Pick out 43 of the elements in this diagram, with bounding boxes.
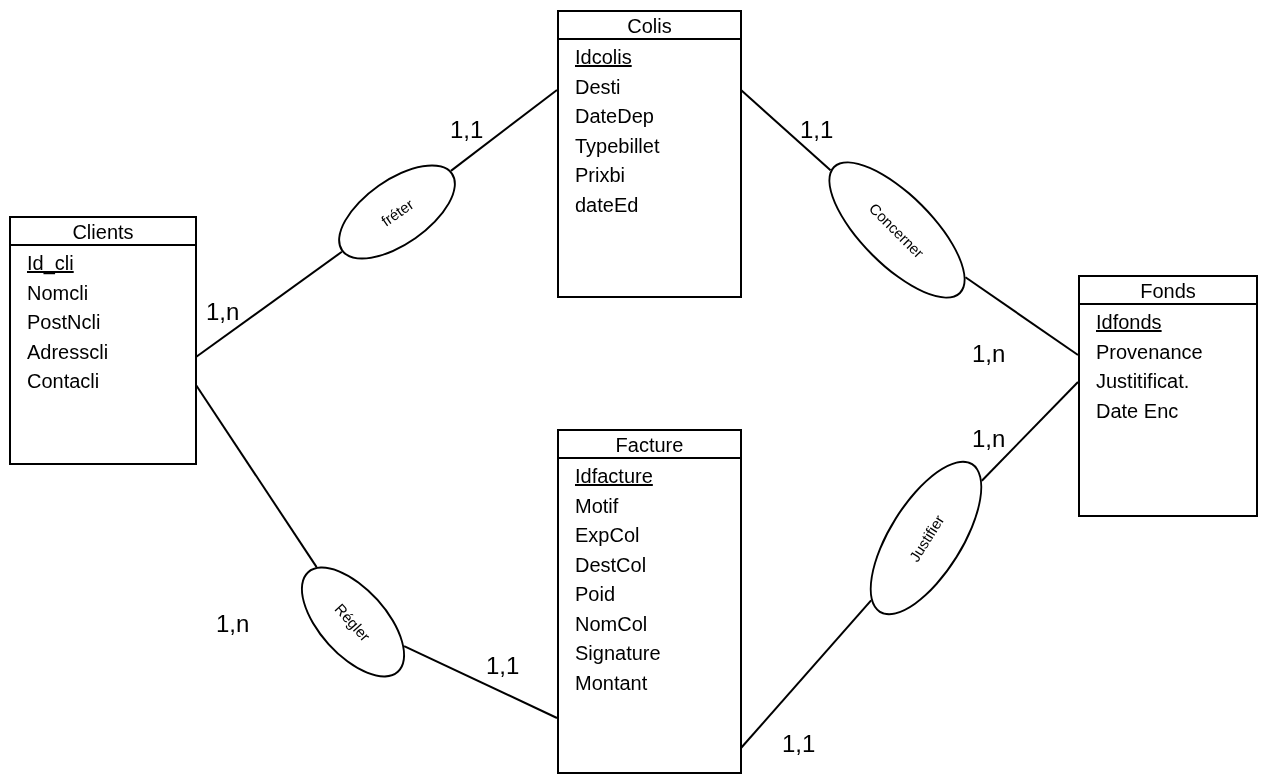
attribute-name: dateEd xyxy=(574,192,640,218)
attribute-name: Adresscli xyxy=(26,339,110,365)
attribute-name: PostNcli xyxy=(26,310,102,335)
key-attribute: Idcolis xyxy=(574,45,633,70)
attribute-name: Poid xyxy=(574,582,617,607)
connector-line xyxy=(449,89,558,172)
attribute-name: Provenance xyxy=(1095,339,1204,365)
connector-line xyxy=(980,381,1079,482)
cardinality-label: 1,n xyxy=(216,610,250,638)
attribute-name: DateDep xyxy=(574,104,655,129)
cardinality-label: 1,n xyxy=(972,340,1006,368)
cardinality-label: 1,n xyxy=(206,298,240,326)
cardinality-label: 1,1 xyxy=(782,730,816,758)
entity-title: Fonds xyxy=(1080,277,1256,305)
attribute-name: NomCol xyxy=(574,611,649,637)
entity-title: Colis xyxy=(559,12,740,40)
attribute-name: ExpCol xyxy=(574,523,641,548)
entity-table xyxy=(557,429,742,774)
connector-line xyxy=(964,276,1079,356)
attribute-name: Signature xyxy=(574,641,662,666)
cardinality-label: 1,1 xyxy=(450,116,484,144)
attribute-name: DestCol xyxy=(574,552,648,578)
cardinality-label: 1,1 xyxy=(800,116,834,144)
attribute-name: Contacli xyxy=(26,369,101,394)
entity-title: Facture xyxy=(559,431,740,459)
attribute-name: Typebillet xyxy=(574,133,661,159)
cardinality-label: 1,1 xyxy=(486,652,520,680)
key-attribute: Id_cli xyxy=(26,251,75,277)
attribute-name: Justitificat. xyxy=(1095,369,1191,394)
entity-title: Clients xyxy=(11,218,195,246)
attribute-name: Date Enc xyxy=(1095,398,1180,424)
attribute-name: Motif xyxy=(574,493,620,519)
entity-table xyxy=(1078,275,1258,517)
cardinality-label: 1,n xyxy=(972,425,1006,453)
entity-table xyxy=(9,216,197,465)
key-attribute: Idfacture xyxy=(574,464,654,489)
attribute-name: Prixbi xyxy=(574,163,626,188)
connector-line xyxy=(403,645,558,719)
entity-table xyxy=(557,10,742,298)
attribute-name: Nomcli xyxy=(26,280,90,306)
attribute-name: Montant xyxy=(574,670,649,696)
attribute-name: Desti xyxy=(574,74,622,100)
key-attribute: Idfonds xyxy=(1095,310,1163,335)
